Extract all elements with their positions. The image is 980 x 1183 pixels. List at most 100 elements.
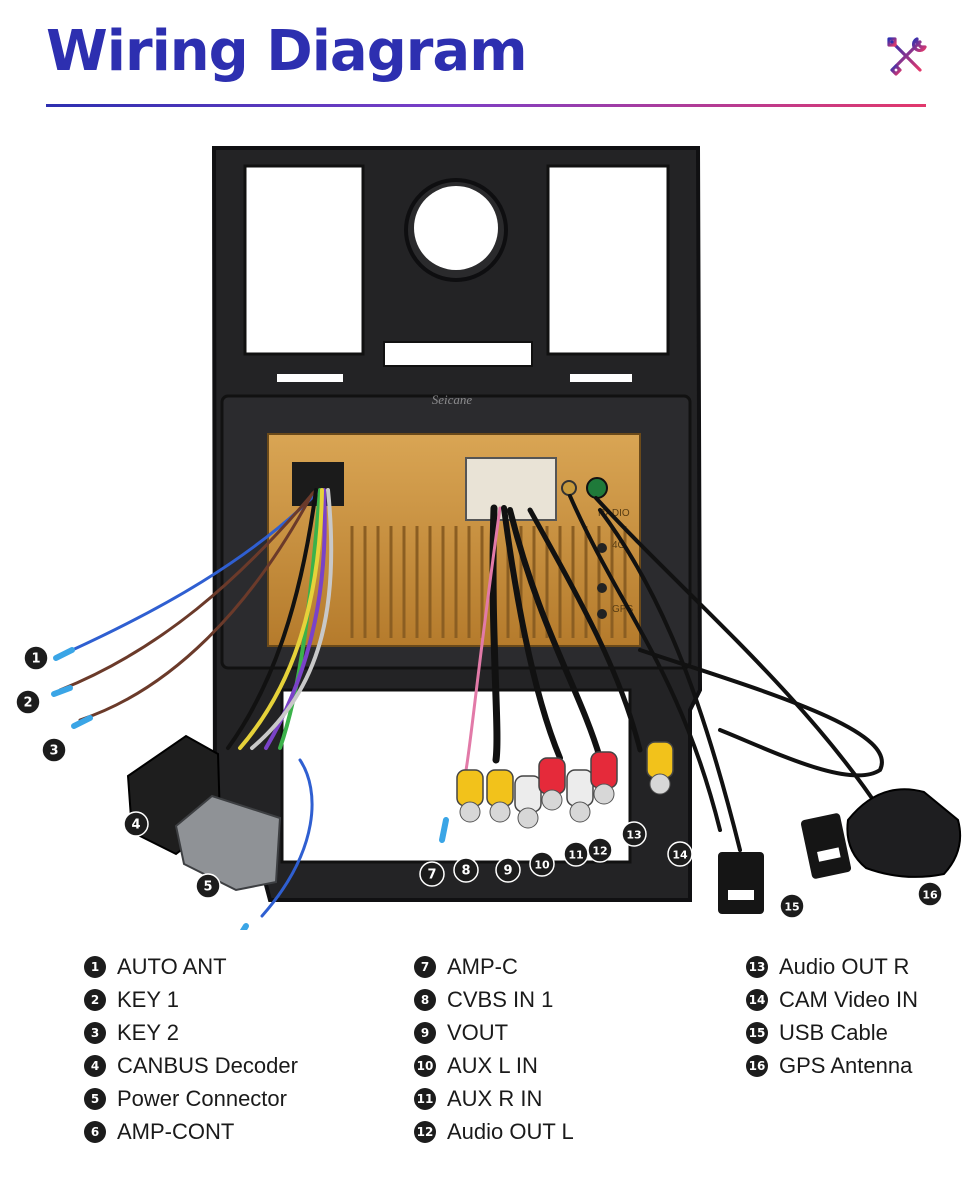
legend-label: USB Cable <box>779 1019 888 1045</box>
port-label-gps: GPS <box>612 604 633 615</box>
callout-number: 7 <box>427 868 436 883</box>
bezel-window-left <box>243 164 365 356</box>
callout-number: 15 <box>784 901 799 914</box>
rca-plug <box>514 775 542 829</box>
brand-label: Seicane <box>432 392 473 407</box>
port-label-4g: 4G <box>612 540 626 551</box>
legend-label: KEY 2 <box>117 1019 179 1045</box>
legend-number-badge: 3 <box>84 1021 106 1044</box>
callout-number: 9 <box>503 864 512 879</box>
legend-item: 8 CVBS IN 1 <box>414 983 574 1016</box>
legend-label: Power Connector <box>117 1085 287 1111</box>
rca-plug <box>566 769 594 823</box>
legend-item: 5 Power Connector <box>84 1082 298 1115</box>
title-underline <box>46 104 926 107</box>
callout-16: 16 <box>917 881 943 907</box>
gps-antenna-puck <box>846 788 962 878</box>
callout-5: 5 <box>195 873 221 899</box>
legend-item: 13 Audio OUT R <box>746 950 918 983</box>
legend-number-badge: 7 <box>414 955 436 978</box>
wire-bundle <box>58 488 884 918</box>
usb-cable-end-left <box>718 852 764 914</box>
callout-7: 7 <box>419 861 445 887</box>
legend-label: AUX L IN <box>447 1052 538 1078</box>
callout-8: 8 <box>453 857 479 883</box>
legend-number-badge: 13 <box>746 955 768 978</box>
rca-plug <box>538 757 566 811</box>
callout-1: 1 <box>23 645 49 671</box>
callout-13: 13 <box>621 821 647 847</box>
legend-number-badge: 10 <box>414 1054 436 1077</box>
legend-item: 9 VOUT <box>414 1016 574 1049</box>
callout-number: 2 <box>23 696 32 711</box>
legend-item: 10 AUX L IN <box>414 1049 574 1082</box>
legend-number-badge: 15 <box>746 1021 768 1044</box>
rca-plug <box>456 769 484 823</box>
legend-label: KEY 1 <box>117 986 179 1012</box>
legend-item: 15 USB Cable <box>746 1016 918 1049</box>
callout-number: 16 <box>922 889 938 902</box>
callout-14: 14 <box>667 841 693 867</box>
legend-item: 7 AMP-C <box>414 950 574 983</box>
legend-item: 4 CANBUS Decoder <box>84 1049 298 1082</box>
callout-number: 8 <box>461 864 470 879</box>
legend-item: 3 KEY 2 <box>84 1016 298 1049</box>
callout-2: 2 <box>15 689 41 715</box>
legend-label: AMP-C <box>447 953 518 979</box>
legend-number-badge: 4 <box>84 1054 106 1077</box>
callout-number: 14 <box>672 849 688 862</box>
legend-number-badge: 11 <box>414 1087 436 1110</box>
legend-number-badge: 8 <box>414 988 436 1011</box>
callout-11: 11 <box>563 841 589 867</box>
callout-15: 15 <box>779 893 805 919</box>
legend-number-badge: 9 <box>414 1021 436 1044</box>
port-label-radio: RADIO <box>598 508 630 519</box>
callout-number: 13 <box>626 829 641 842</box>
rca-plug <box>646 741 674 795</box>
legend-label: VOUT <box>447 1019 509 1045</box>
rca-plug <box>590 751 618 805</box>
page-title: Wiring Diagram <box>46 19 528 84</box>
legend-label: Audio OUT L <box>447 1118 574 1144</box>
callout-3: 3 <box>41 737 67 763</box>
legend-item: 11 AUX R IN <box>414 1082 574 1115</box>
legend-column-2: 7 AMP-C 8 CVBS IN 1 9 VOUT 10 AUX L IN 11 AUX R I… <box>414 950 574 1148</box>
callout-12: 12 <box>587 837 613 863</box>
legend-label: AMP-CONT <box>117 1118 235 1144</box>
rca-plug <box>486 769 514 823</box>
legend-label: CVBS IN 1 <box>447 986 554 1012</box>
bezel-window-right <box>546 164 670 356</box>
callout-10: 10 <box>529 851 555 877</box>
legend-item: 6 AMP-CONT <box>84 1115 298 1148</box>
diagram-callouts: 12345678910111213141516 <box>15 645 943 930</box>
wiring-diagram: Seicane RADIO 4G GPS <box>15 146 962 930</box>
bezel-vent-hole <box>414 186 498 270</box>
legend-label: CANBUS Decoder <box>117 1052 298 1078</box>
power-connector-plug <box>174 794 282 892</box>
legend-item: 12 Audio OUT L <box>414 1115 574 1148</box>
legend-label: Audio OUT R <box>779 953 910 979</box>
legend-number-badge: 5 <box>84 1087 106 1110</box>
wire-tips <box>51 647 449 930</box>
radio-antenna-port <box>561 480 577 496</box>
legend-number-badge: 14 <box>746 988 768 1011</box>
legend-label: AUTO ANT <box>117 953 227 979</box>
legend-label: AUX R IN <box>447 1085 543 1111</box>
callout-number: 10 <box>534 859 550 872</box>
callout-number: 12 <box>592 845 607 858</box>
callout-9: 9 <box>495 857 521 883</box>
rca-plugs <box>456 741 674 829</box>
legend-label: GPS Antenna <box>779 1052 913 1078</box>
gps-port <box>586 477 608 499</box>
callout-number: 1 <box>31 652 40 667</box>
usb-cable-end-right <box>800 813 852 879</box>
legend-number-badge: 6 <box>84 1120 106 1143</box>
callout-number: 5 <box>203 880 212 895</box>
legend-number-badge: 12 <box>414 1120 436 1143</box>
